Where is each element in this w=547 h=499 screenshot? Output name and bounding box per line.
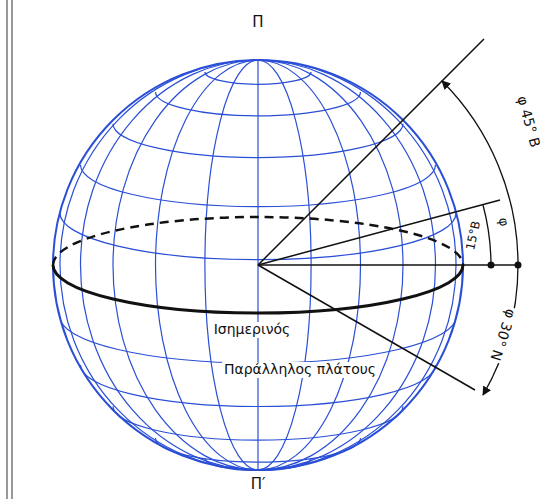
equator-radius	[258, 264, 518, 266]
frame-line	[11, 0, 13, 499]
equator-back	[53, 217, 463, 265]
angle-arc	[442, 81, 518, 265]
angle-label: φ 45° Β	[513, 93, 543, 152]
angle-arc	[483, 205, 491, 265]
parallel	[205, 72, 311, 84]
parallel	[60, 317, 456, 363]
latitude-45-line	[258, 39, 484, 265]
pole-label: Π	[250, 14, 265, 31]
parallel	[60, 213, 456, 259]
angle-label: 15°Β	[464, 218, 484, 254]
parallel-label: Παράλληλος πλάτους	[222, 362, 378, 377]
parallel	[113, 124, 403, 158]
equator-front	[53, 265, 463, 313]
equator-label: Ισημερινός	[212, 322, 293, 337]
angle-label: φ 30° Ν	[487, 305, 519, 364]
parallel	[113, 406, 403, 440]
pole-label: Π′	[249, 476, 268, 493]
parallel	[156, 438, 361, 462]
frame-line	[6, 0, 8, 499]
latitude-15-line	[258, 200, 500, 265]
parallel	[205, 458, 311, 470]
parallel	[81, 165, 436, 207]
parallel	[156, 92, 361, 116]
angle-label: φ	[495, 215, 511, 230]
